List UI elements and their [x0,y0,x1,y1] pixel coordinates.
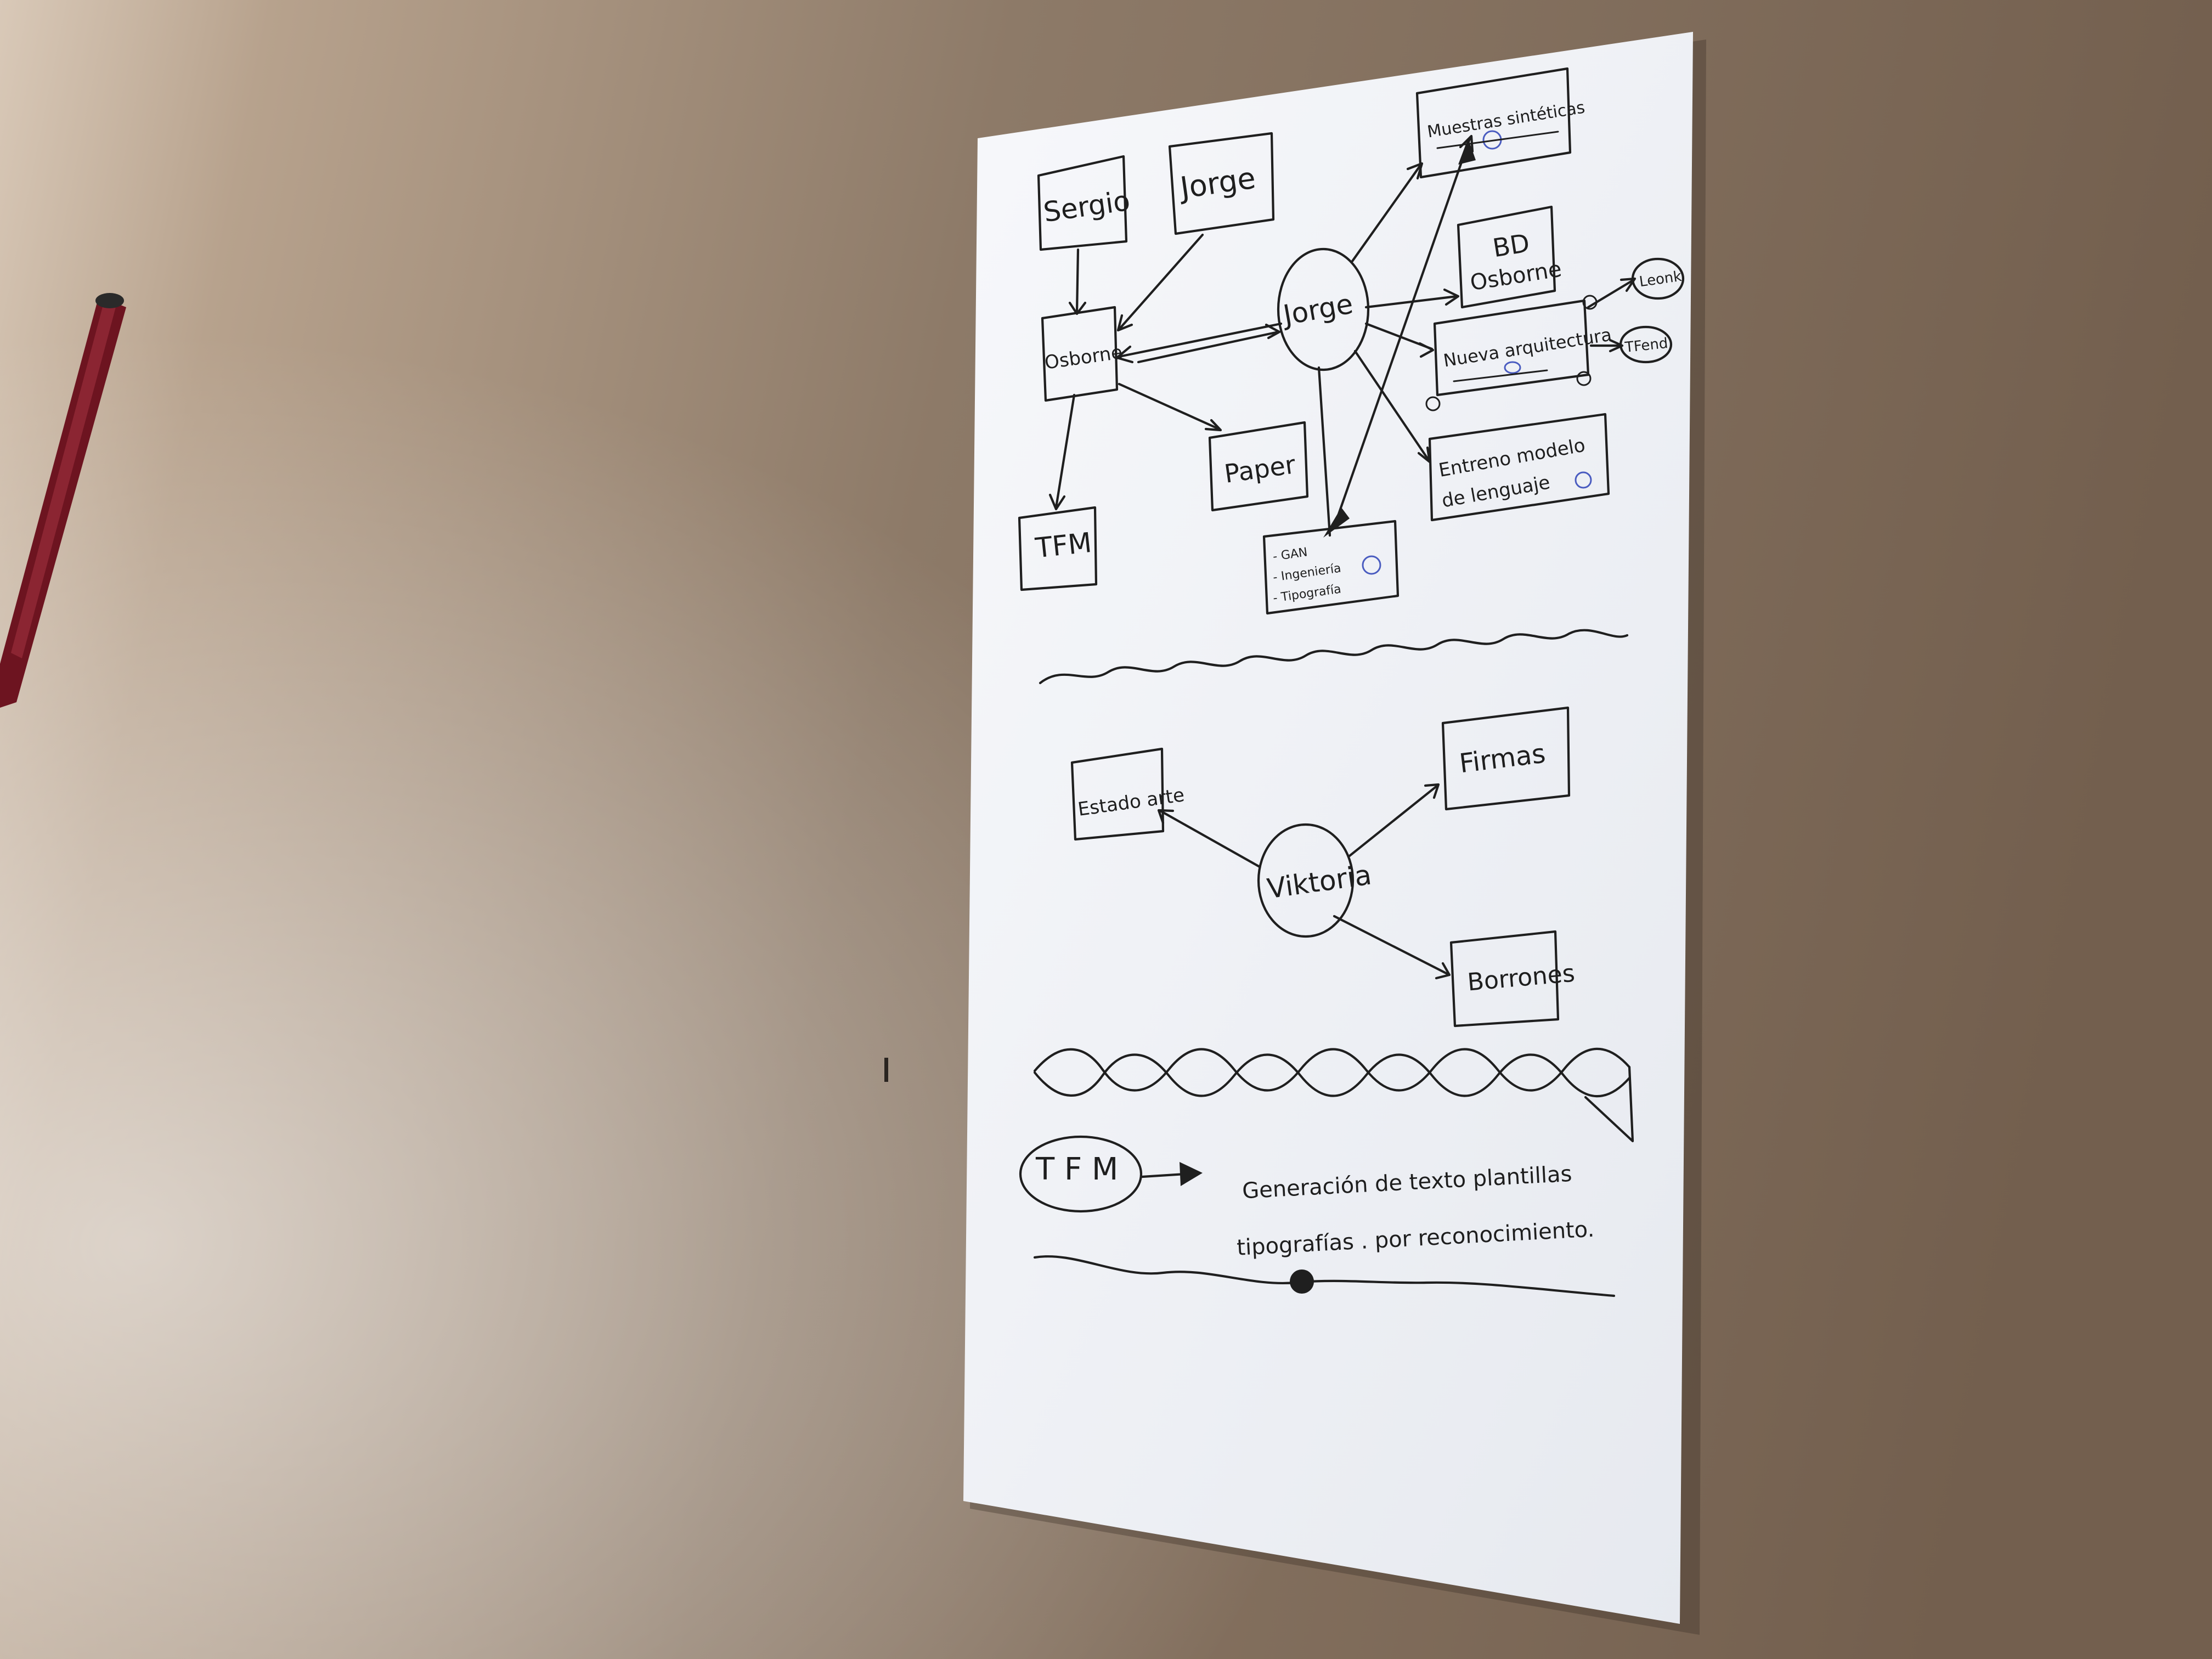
mark-circle [1425,396,1441,411]
box-list [1262,520,1400,615]
box-osborne [1041,306,1119,402]
blue-mark [1504,361,1521,374]
label-tfm-oval: T F M [1035,1152,1118,1187]
blue-mark [1362,555,1381,575]
box-jorge [1168,132,1275,235]
box-muestras [1415,67,1572,179]
arrow-head-filled [1458,138,1476,165]
wavy-separator-2 [1033,1047,1634,1143]
label-bd: BD [1491,228,1532,263]
box-tfm [1018,506,1098,591]
box-sergio [1037,155,1128,251]
circle-jorge-hub [1277,247,1370,371]
box-bd [1457,205,1556,309]
label-tfm: TFM [1034,527,1093,564]
box-estado-arte [1070,747,1165,841]
paper-sheet [963,32,1693,1624]
pen [0,293,126,708]
mark-circle [1576,371,1592,386]
oval-tfm [1019,1135,1143,1213]
box-entreno [1428,413,1610,522]
arrow-head-filled [1180,1162,1203,1186]
ink-dot [1290,1269,1314,1294]
wall-mark [884,1058,888,1082]
arrow-head-filled [1323,507,1350,538]
blue-mark [1575,471,1592,489]
circle-viktoria [1257,823,1355,938]
box-borrones [1449,930,1560,1028]
box-paper [1208,421,1309,512]
box-firmas [1441,706,1571,811]
wavy-separator-1 [1039,629,1629,685]
